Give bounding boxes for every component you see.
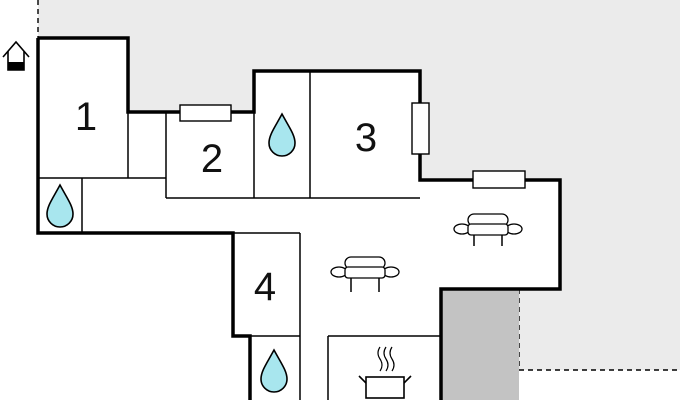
- window-icon: [411, 102, 430, 155]
- room-label-2: 2: [201, 137, 223, 181]
- outdoor-terrace: [38, 0, 680, 370]
- water-drop-icon: [260, 348, 288, 393]
- room-label-4: 4: [254, 265, 276, 309]
- room-label-3: 3: [355, 116, 377, 160]
- sofa-icon: [453, 213, 523, 246]
- outer-wall-left: [36, 38, 252, 400]
- interior-walls: [38, 71, 441, 400]
- room-label-1: 1: [75, 95, 97, 139]
- water-drop-icon: [268, 112, 296, 157]
- outer-wall: [38, 36, 562, 400]
- window-icon: [472, 170, 526, 189]
- shaded-area: [441, 289, 519, 400]
- cooking-pot-icon: [358, 346, 412, 399]
- sofa-icon: [330, 256, 400, 292]
- water-drop-icon: [46, 183, 74, 228]
- house-entrance-icon: [2, 40, 30, 71]
- window-icon: [179, 104, 232, 122]
